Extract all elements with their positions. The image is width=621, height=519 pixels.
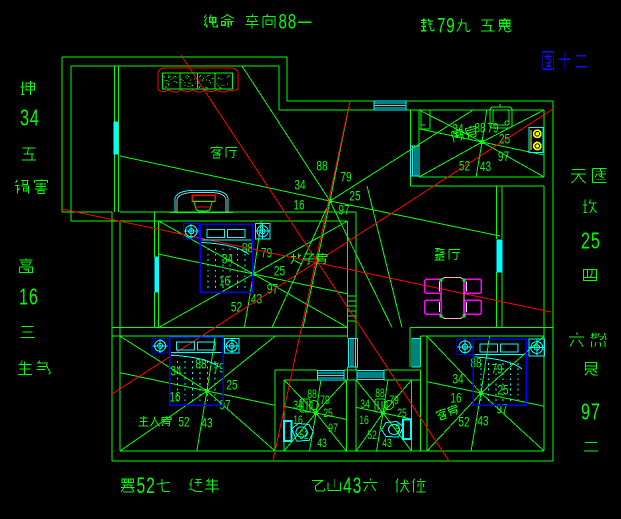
svg-text:25: 25 xyxy=(499,131,510,147)
svg-text:16: 16 xyxy=(219,273,230,289)
svg-text:25: 25 xyxy=(397,406,407,420)
svg-text:6: 6 xyxy=(29,284,38,310)
svg-text:52: 52 xyxy=(459,158,470,174)
svg-text:7: 7 xyxy=(437,14,445,38)
svg-text:52: 52 xyxy=(231,299,242,315)
svg-text:25: 25 xyxy=(226,377,237,393)
svg-text:43: 43 xyxy=(480,158,491,174)
svg-text:34: 34 xyxy=(170,363,181,379)
svg-text:97: 97 xyxy=(498,148,509,164)
svg-text:79: 79 xyxy=(340,169,351,185)
svg-text:16: 16 xyxy=(293,413,303,427)
svg-text:52: 52 xyxy=(299,428,309,442)
svg-text:79: 79 xyxy=(213,360,224,376)
svg-text:52: 52 xyxy=(367,428,377,442)
svg-text:52: 52 xyxy=(458,414,469,430)
svg-text:97: 97 xyxy=(496,401,507,417)
svg-text:16: 16 xyxy=(450,390,461,406)
svg-text:1: 1 xyxy=(19,284,28,310)
svg-text:34: 34 xyxy=(294,177,305,193)
svg-text:97: 97 xyxy=(395,421,405,435)
svg-text:34: 34 xyxy=(452,371,463,387)
svg-text:97: 97 xyxy=(267,281,278,297)
svg-text:52: 52 xyxy=(178,414,189,430)
svg-text:43: 43 xyxy=(317,436,327,450)
svg-text:34: 34 xyxy=(222,251,233,267)
svg-text:79: 79 xyxy=(389,393,399,407)
svg-text:4: 4 xyxy=(343,473,352,498)
svg-text:88: 88 xyxy=(474,120,485,136)
svg-text:25: 25 xyxy=(349,188,360,204)
svg-text:2: 2 xyxy=(581,228,590,254)
svg-text:88: 88 xyxy=(307,387,317,401)
svg-text:97: 97 xyxy=(328,421,338,435)
svg-text:43: 43 xyxy=(477,413,488,429)
svg-text:88: 88 xyxy=(316,158,327,174)
svg-text:8: 8 xyxy=(279,10,287,34)
svg-text:3: 3 xyxy=(353,473,362,498)
svg-text:79: 79 xyxy=(491,361,502,377)
svg-text:8: 8 xyxy=(288,10,296,34)
svg-text:88: 88 xyxy=(470,355,481,371)
svg-text:25: 25 xyxy=(323,406,333,420)
svg-text:3: 3 xyxy=(20,105,29,131)
svg-text:5: 5 xyxy=(591,228,600,254)
svg-text:9: 9 xyxy=(581,399,590,425)
svg-text:43: 43 xyxy=(382,436,392,450)
svg-text:34: 34 xyxy=(293,398,303,412)
svg-text:16: 16 xyxy=(293,197,304,213)
svg-text:5: 5 xyxy=(137,473,146,498)
svg-text:88: 88 xyxy=(375,386,385,400)
svg-text:25: 25 xyxy=(274,263,285,279)
svg-text:43: 43 xyxy=(201,415,212,431)
svg-text:97: 97 xyxy=(219,397,230,413)
svg-text:43: 43 xyxy=(251,291,262,307)
svg-text:34: 34 xyxy=(360,397,370,411)
svg-text:7: 7 xyxy=(591,399,600,425)
svg-text:88: 88 xyxy=(195,356,206,372)
svg-text:97: 97 xyxy=(338,202,349,218)
svg-text:2: 2 xyxy=(146,473,155,498)
svg-text:34: 34 xyxy=(452,121,463,137)
svg-text:4: 4 xyxy=(30,105,39,131)
svg-text:16: 16 xyxy=(359,413,369,427)
svg-text:79: 79 xyxy=(320,393,330,407)
svg-text:9: 9 xyxy=(446,14,454,38)
svg-text:88: 88 xyxy=(242,240,253,256)
svg-text:16: 16 xyxy=(169,389,180,405)
